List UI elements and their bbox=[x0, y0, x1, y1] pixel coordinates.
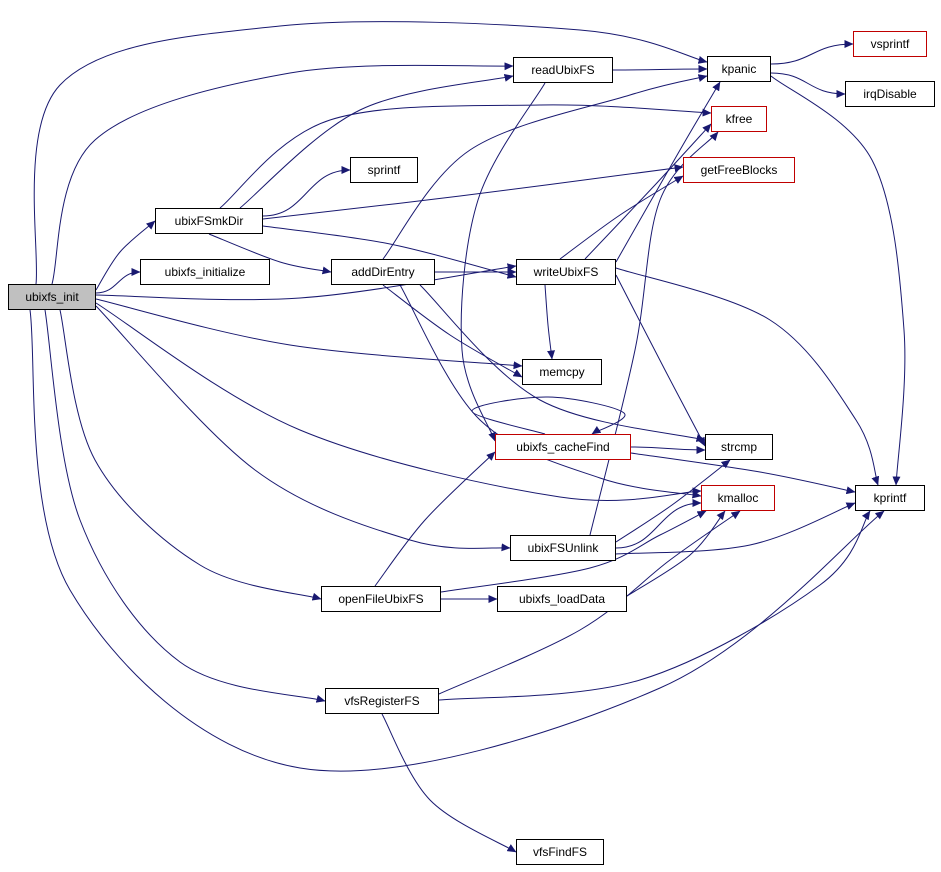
node-kfree[interactable]: kfree bbox=[711, 106, 767, 132]
edge-addDirEntry-strcmp bbox=[419, 284, 706, 442]
node-readUbixFS[interactable]: readUbixFS bbox=[513, 57, 613, 83]
node-writeUbixFS[interactable]: writeUbixFS bbox=[516, 259, 616, 285]
edge-ubixfs_init-vfsRegisterFS bbox=[44, 309, 326, 703]
edge-ubixfs_init-kprintf bbox=[29, 309, 885, 772]
edge-ubixfs_init-memcpy bbox=[95, 298, 523, 370]
edge-ubixfs_init-ubixFSmkDir bbox=[95, 220, 156, 291]
node-ubixfs_initialize[interactable]: ubixfs_initialize bbox=[140, 259, 270, 285]
edge-ubixFSUnlink-kprintf bbox=[615, 502, 856, 555]
edge-ubixfs_cacheFind-ubixfs_cacheFind bbox=[471, 396, 626, 435]
edge-ubixFSmkDir-getFreeBlocks bbox=[262, 164, 684, 220]
node-strcmp[interactable]: strcmp bbox=[705, 434, 773, 460]
edge-kpanic-irqDisable bbox=[770, 72, 846, 98]
edge-ubixFSmkDir-kfree bbox=[219, 104, 712, 209]
edge-ubixFSmkDir-sprintf bbox=[262, 166, 351, 217]
node-irqDisable[interactable]: irqDisable bbox=[845, 81, 935, 107]
node-kmalloc[interactable]: kmalloc bbox=[701, 485, 775, 511]
node-vfsFindFS[interactable]: vfsFindFS bbox=[516, 839, 604, 865]
edge-kpanic-vsprintf bbox=[770, 40, 854, 65]
edge-ubixfs_cacheFind-kprintf bbox=[630, 452, 856, 495]
edge-ubixfs_cacheFind-strcmp bbox=[630, 445, 706, 454]
edge-addDirEntry-kmalloc bbox=[399, 284, 702, 499]
edge-ubixFSmkDir-writeUbixFS bbox=[262, 225, 517, 279]
edge-ubixFSmkDir-addDirEntry bbox=[208, 233, 332, 275]
edge-kpanic-kprintf bbox=[770, 75, 906, 486]
edge-ubixFSUnlink-strcmp bbox=[615, 459, 731, 543]
edge-readUbixFS-ubixfs_cacheFind bbox=[460, 82, 546, 442]
node-kprintf[interactable]: kprintf bbox=[855, 485, 925, 511]
edge-ubixfs_init-readUbixFS bbox=[51, 62, 514, 285]
edge-writeUbixFS-getFreeBlocks bbox=[559, 175, 684, 260]
edge-addDirEntry-kpanic bbox=[382, 74, 708, 260]
node-ubixFSUnlink[interactable]: ubixFSUnlink bbox=[510, 535, 616, 561]
edge-readUbixFS-kpanic bbox=[612, 65, 708, 74]
edge-writeUbixFS-kpanic bbox=[615, 81, 721, 263]
node-kpanic[interactable]: kpanic bbox=[707, 56, 771, 82]
node-openFileUbixFS[interactable]: openFileUbixFS bbox=[321, 586, 441, 612]
node-getFreeBlocks[interactable]: getFreeBlocks bbox=[683, 157, 795, 183]
node-ubixfs_loadData[interactable]: ubixfs_loadData bbox=[497, 586, 627, 612]
edge-ubixfs_init-kpanic bbox=[33, 21, 708, 285]
edge-vfsRegisterFS-vfsFindFS bbox=[381, 713, 517, 853]
node-ubixFSmkDir[interactable]: ubixFSmkDir bbox=[155, 208, 263, 234]
edge-writeUbixFS-memcpy bbox=[544, 284, 555, 360]
node-ubixfs_init[interactable]: ubixfs_init bbox=[8, 284, 96, 310]
edge-ubixFSUnlink-kmalloc bbox=[615, 499, 702, 549]
edge-writeUbixFS-kprintf bbox=[615, 267, 880, 486]
edge-openFileUbixFS-ubixfs_cacheFind bbox=[374, 451, 496, 587]
edge-ubixFSmkDir-readUbixFS bbox=[239, 73, 514, 209]
edge-vfsRegisterFS-kprintf bbox=[438, 510, 871, 701]
edge-ubixfs_init-ubixfs_initialize bbox=[95, 268, 141, 294]
edge-writeUbixFS-strcmp bbox=[615, 274, 706, 447]
node-memcpy[interactable]: memcpy bbox=[522, 359, 602, 385]
node-vsprintf[interactable]: vsprintf bbox=[853, 31, 927, 57]
edge-ubixfs_init-ubixFSUnlink bbox=[95, 305, 511, 552]
node-vfsRegisterFS[interactable]: vfsRegisterFS bbox=[325, 688, 439, 714]
edge-ubixfs_init-kmalloc bbox=[95, 302, 702, 501]
edge-addDirEntry-memcpy bbox=[382, 284, 523, 378]
node-sprintf[interactable]: sprintf bbox=[350, 157, 418, 183]
node-addDirEntry[interactable]: addDirEntry bbox=[331, 259, 435, 285]
edge-openFileUbixFS-kmalloc bbox=[440, 510, 707, 593]
edge-ubixfs_init-openFileUbixFS bbox=[59, 309, 322, 601]
edge-ubixfs_loadData-kmalloc bbox=[626, 510, 726, 597]
node-ubixfs_cacheFind[interactable]: ubixfs_cacheFind bbox=[495, 434, 631, 460]
edge-ubixFSUnlink-kfree bbox=[589, 131, 719, 536]
edge-writeUbixFS-kfree bbox=[584, 123, 712, 260]
